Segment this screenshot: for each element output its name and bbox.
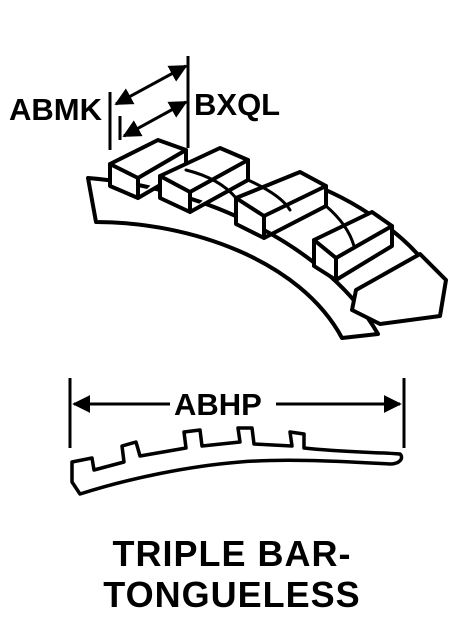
label-overall-length: ABHP (174, 387, 262, 422)
bar-3 (234, 170, 328, 240)
label-width-outer: ABMK (9, 92, 103, 127)
isometric-view (86, 138, 448, 340)
profile-outline (70, 426, 404, 496)
profile-view (68, 378, 406, 448)
label-width-inner: BXQL (194, 87, 280, 122)
caption-line-1: TRIPLE BAR- (113, 533, 352, 574)
groove-lines (184, 168, 356, 248)
width-dimensions (108, 56, 190, 150)
caption-line-2: TONGUELESS (103, 574, 360, 615)
tread-end-block (350, 252, 448, 326)
